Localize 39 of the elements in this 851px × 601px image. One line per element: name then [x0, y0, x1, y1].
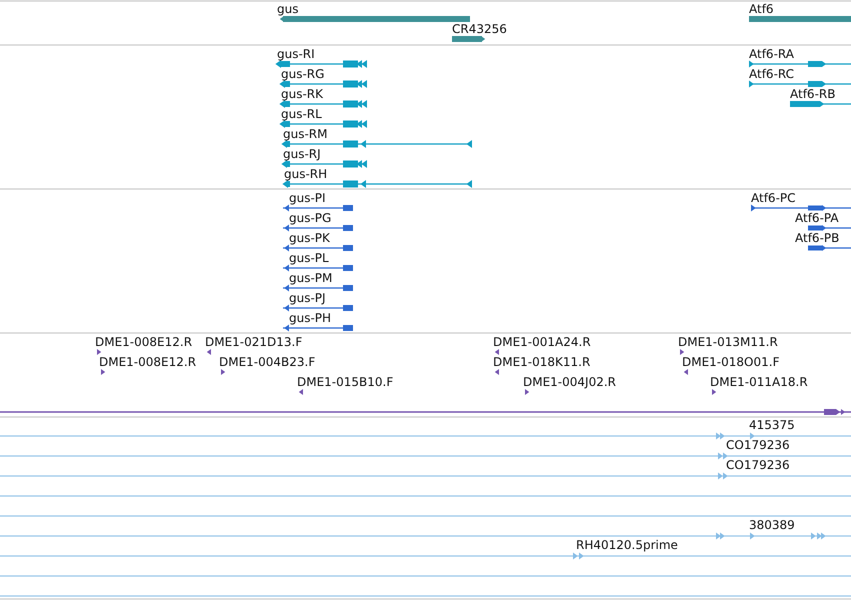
- feature-label: gus: [277, 2, 298, 16]
- feature-label: gus-RJ: [283, 147, 321, 161]
- feature-label: gus-RK: [281, 87, 324, 101]
- feature-label: gus-RG: [281, 67, 324, 81]
- feature-label: DME1-001A24.R: [493, 335, 591, 349]
- feature-label: DME1-013M11.R: [678, 335, 778, 349]
- feature-label: gus-RL: [281, 107, 322, 121]
- feature-label: Atf6-PC: [751, 191, 796, 205]
- feature-label: gus-PK: [289, 231, 330, 245]
- feature-label: gus-PG: [289, 211, 332, 225]
- feature-label: Atf6-RA: [749, 47, 794, 61]
- feature-label: DME1-018K11.R: [493, 355, 590, 369]
- feature-label: gus-PI: [289, 191, 326, 205]
- feature-label: Atf6-RB: [790, 87, 836, 101]
- feature-label: gus-PM: [289, 271, 332, 285]
- feature-label: gus-RH: [284, 167, 328, 181]
- feature-label: Atf6: [749, 2, 774, 16]
- feature-label: DME1-004J02.R: [523, 375, 616, 389]
- feature-label: DME1-021D13.F: [205, 335, 302, 349]
- feature-label: DME1-004B23.F: [219, 355, 316, 369]
- feature-label: CO179236: [726, 458, 790, 472]
- feature-label: gus-PH: [289, 311, 332, 325]
- feature-label: Atf6-RC: [749, 67, 794, 81]
- feature-label: gus-PJ: [289, 291, 326, 305]
- feature-label: 415375: [749, 418, 795, 432]
- feature-label: gus-PL: [289, 251, 329, 265]
- feature-label: DME1-018O01.F: [682, 355, 780, 369]
- feature-label: 380389: [749, 518, 795, 532]
- feature-label: DME1-011A18.R: [710, 375, 808, 389]
- feature-label: DME1-008E12.R: [95, 335, 192, 349]
- feature-label: RH40120.5prime: [576, 538, 678, 552]
- feature-label: CR43256: [452, 22, 507, 36]
- feature-label: DME1-008E12.R: [99, 355, 196, 369]
- feature-label: Atf6-PA: [795, 211, 839, 225]
- feature-label: Atf6-PB: [795, 231, 840, 245]
- feature-label: gus-RM: [283, 127, 328, 141]
- feature-label: gus-RI: [277, 47, 315, 61]
- feature-label: CO179236: [726, 438, 790, 452]
- feature-label: DME1-015B10.F: [297, 375, 394, 389]
